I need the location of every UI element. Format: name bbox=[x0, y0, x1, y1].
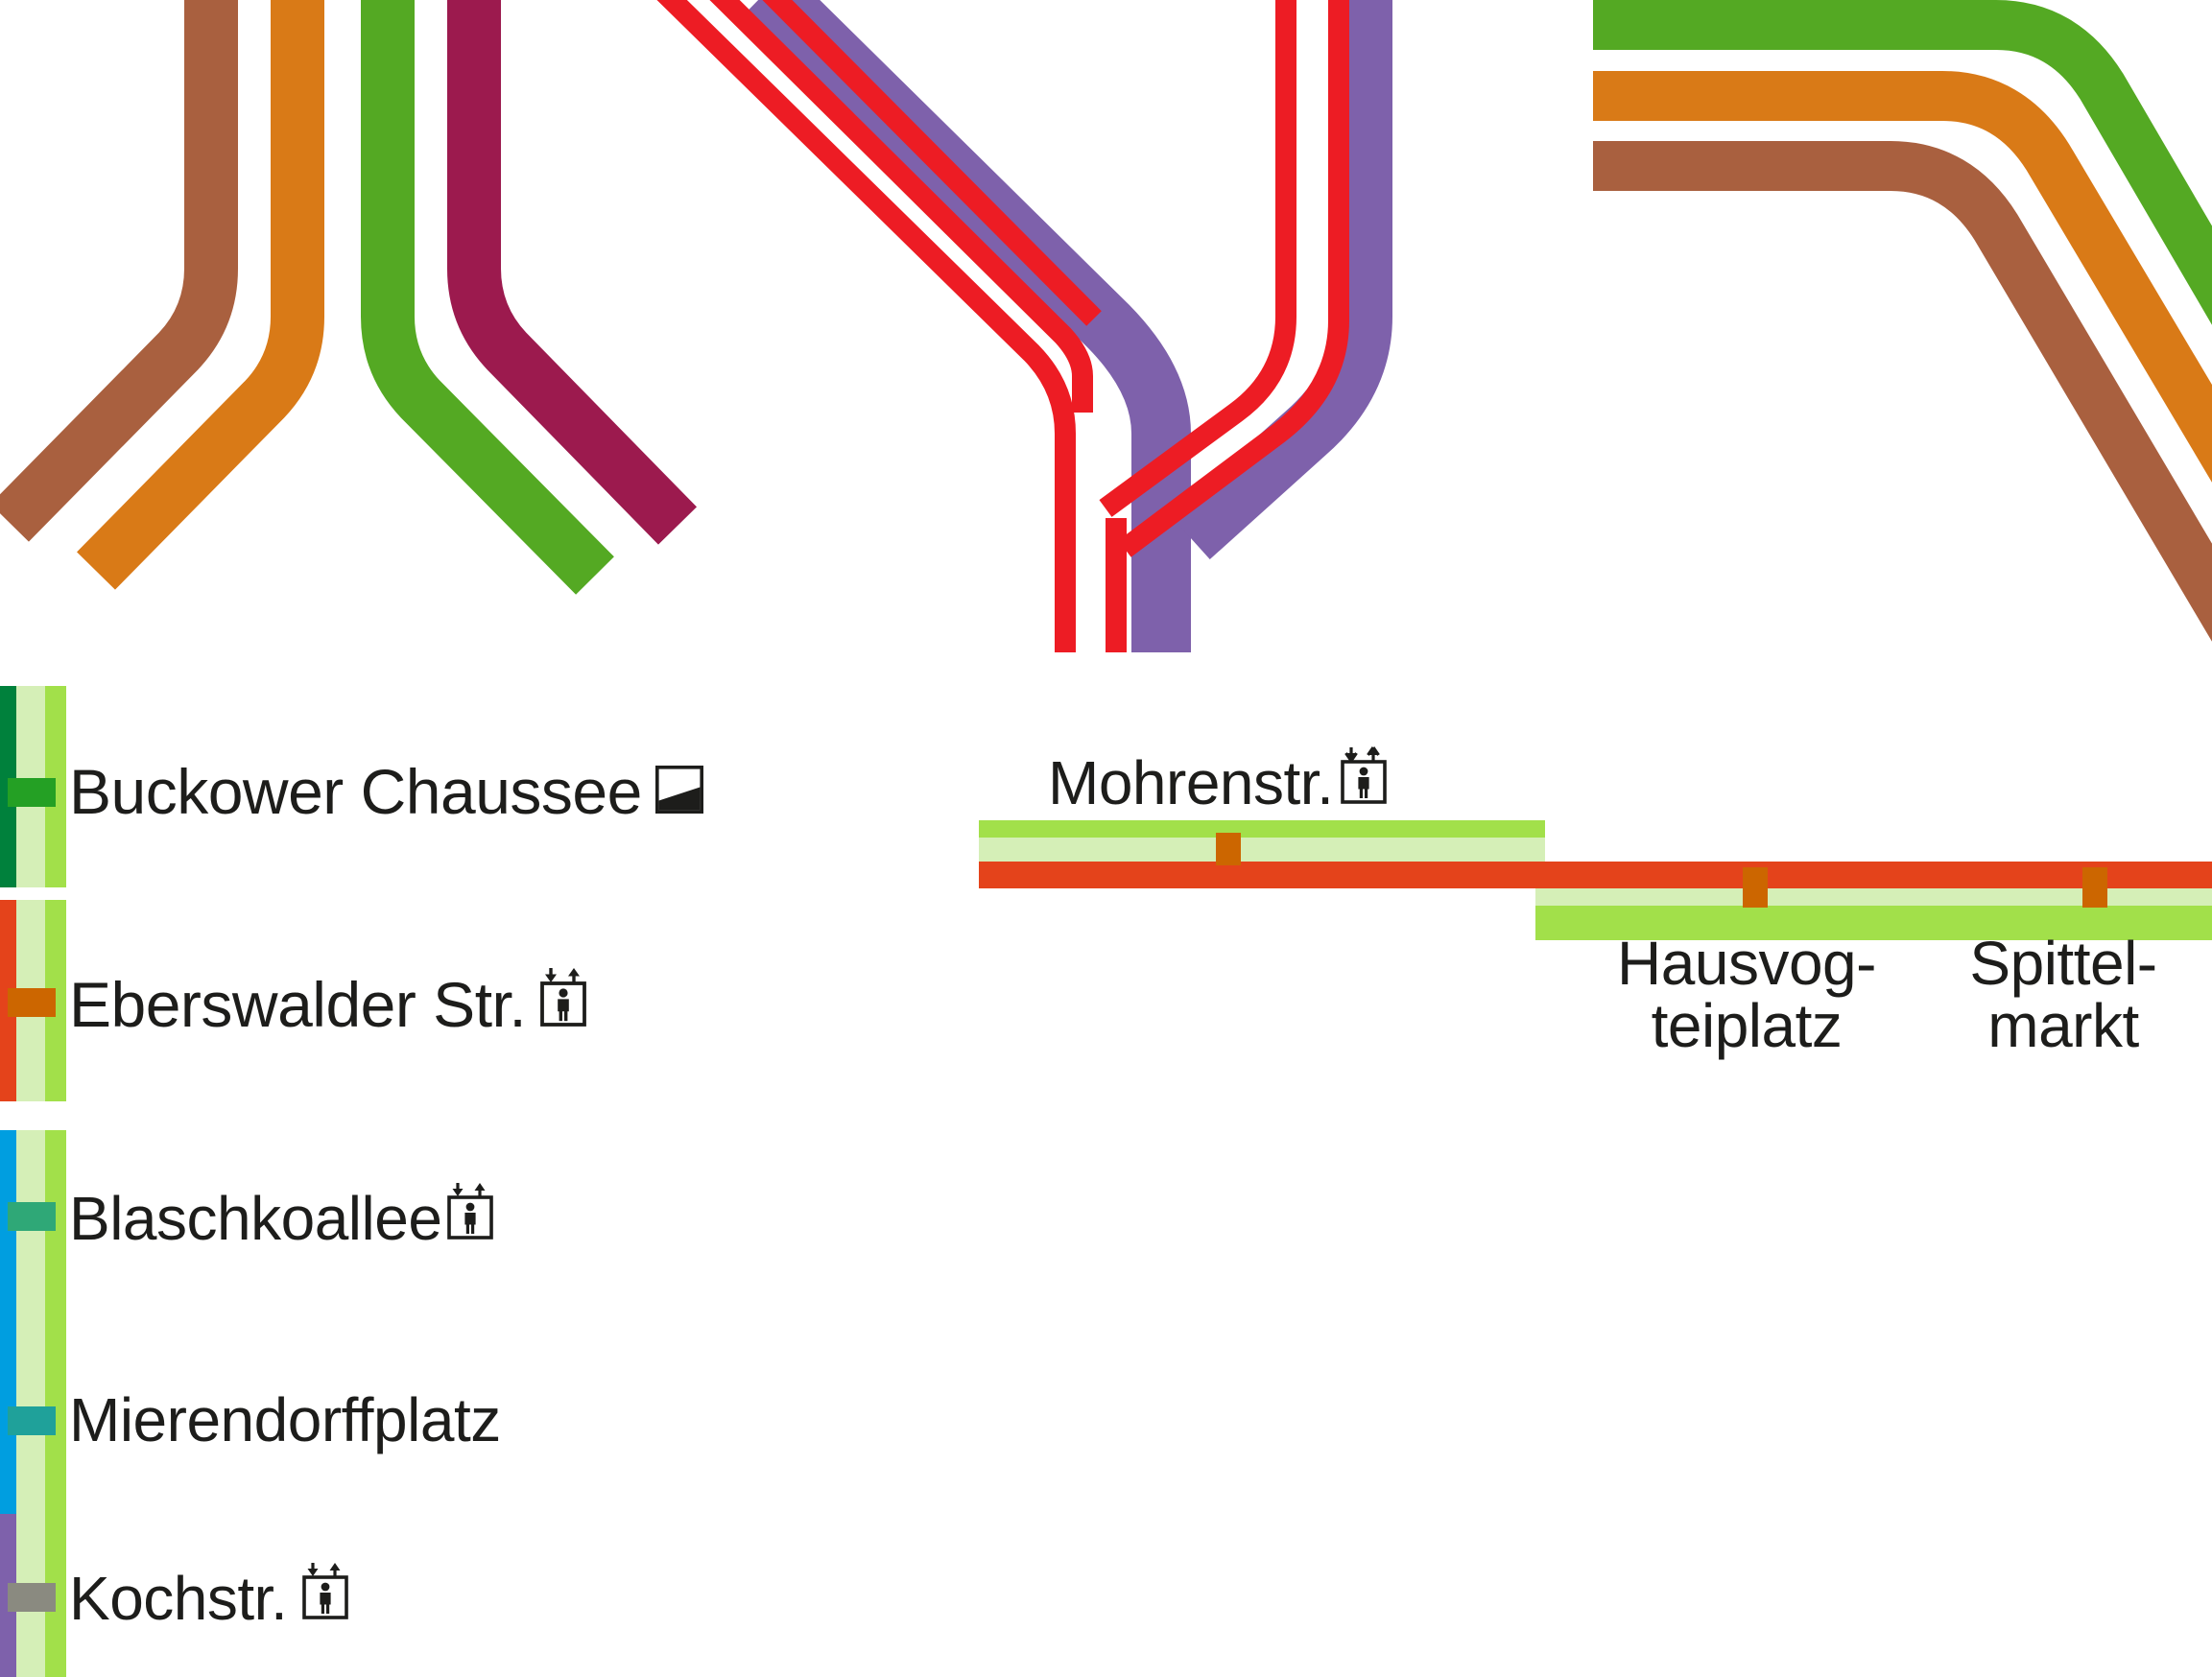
route-line-red-middle bbox=[709, 0, 1093, 413]
stop-tick[interactable] bbox=[8, 1406, 56, 1435]
station-label-spittelmarkt: Spittel- markt bbox=[1919, 929, 2207, 1061]
route-line-green-right bbox=[1593, 0, 2212, 325]
route-line-orange-right bbox=[1593, 71, 2212, 483]
station-name-text: Kochstr. bbox=[69, 1564, 288, 1633]
station-name-text: Blaschkoallee bbox=[69, 1184, 442, 1253]
route-line-red-outer bbox=[656, 0, 1076, 652]
route-line-red-right-lower bbox=[1118, 0, 1349, 557]
route-line-purple-center-right-arm bbox=[1170, 0, 1392, 560]
route-line-brown-right bbox=[1593, 141, 2212, 642]
station-name-text: Buckower Chaussee bbox=[69, 756, 642, 827]
stop-tick[interactable] bbox=[8, 1583, 56, 1612]
stop-tick[interactable] bbox=[8, 778, 56, 807]
station-name-text-line1: Hausvog- bbox=[1617, 929, 1876, 998]
station-name-text: Mohrenstr. bbox=[1048, 748, 1334, 817]
corridor-band-bright bbox=[45, 686, 66, 887]
route-line-purple-center bbox=[747, 0, 1191, 652]
elevator-icon bbox=[445, 1180, 495, 1240]
route-line-red-inner bbox=[762, 0, 1102, 326]
corridor-band-bright bbox=[45, 1332, 66, 1533]
station-name-text-line1: Spittel- bbox=[1969, 929, 2157, 998]
elevator-icon bbox=[1339, 744, 1389, 804]
ramp-icon bbox=[654, 755, 703, 815]
station-name-text-line2: markt bbox=[1987, 991, 2139, 1061]
route-line-green-left bbox=[361, 0, 614, 595]
route-line-brown-left bbox=[0, 0, 238, 542]
elevator-icon bbox=[537, 965, 589, 1027]
station-name-text: Mierendorffplatz bbox=[69, 1385, 501, 1454]
route-line-orange-left bbox=[77, 0, 324, 590]
corridor-band-bright bbox=[45, 900, 66, 1101]
stop-tick-spittelmarkt[interactable] bbox=[2082, 867, 2107, 908]
station-name-text-line2: teiplatz bbox=[1651, 991, 1843, 1061]
stop-tick-mohrenstr[interactable] bbox=[1216, 833, 1241, 865]
station-name-text: Eberswalder Str. bbox=[69, 969, 527, 1040]
legend-row-label: Kochstr. bbox=[69, 1560, 350, 1634]
line-color-bar bbox=[0, 1130, 16, 1332]
corridor-band-bright bbox=[1535, 906, 2212, 940]
stop-tick[interactable] bbox=[8, 1202, 56, 1231]
stop-tick-hausvogteiplatz[interactable] bbox=[1743, 867, 1768, 908]
legend-row-label: Buckower Chaussee bbox=[69, 755, 703, 828]
corridor-band-bright bbox=[979, 820, 1545, 838]
legend-row-label: Eberswalder Str. bbox=[69, 965, 589, 1041]
station-label-hausvogteiplatz: Hausvog- teiplatz bbox=[1564, 929, 1929, 1061]
corridor-band-bright bbox=[45, 1514, 66, 1677]
corridor-band-bright bbox=[45, 1130, 66, 1332]
station-label-mohrenstr: Mohrenstr. bbox=[1048, 744, 1389, 818]
stop-tick[interactable] bbox=[8, 988, 56, 1017]
elevator-icon bbox=[300, 1560, 350, 1619]
legend-row-label: Mierendorffplatz bbox=[69, 1384, 501, 1455]
corridor-band-pale bbox=[16, 1130, 45, 1332]
u2-orange-line bbox=[979, 862, 2212, 888]
route-line-magenta-left bbox=[447, 0, 698, 545]
route-line-red-right-upper bbox=[1099, 0, 1296, 517]
legend-row-label: Blaschkoallee bbox=[69, 1180, 495, 1254]
